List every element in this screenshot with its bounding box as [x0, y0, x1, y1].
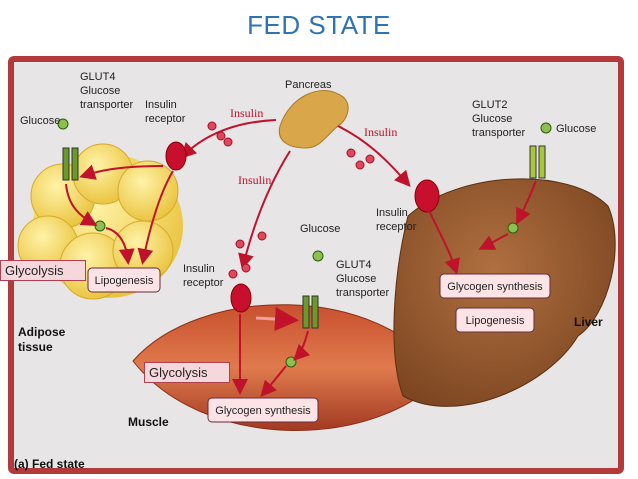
fed-state-diagram: Lipogenesis Glycogen synthesis Lipogenes… [14, 71, 616, 471]
receptor-label-liver-2: receptor [376, 221, 417, 233]
insulin-molecules [207, 121, 375, 279]
caption-label: (a) Fed state [14, 457, 85, 471]
glycolysis-overlay-muscle: Glycolysis [144, 362, 230, 383]
slide-title: FED STATE [247, 10, 391, 40]
glucose-label-muscle: Glucose [300, 223, 340, 235]
insulin-label-2: Insulin [364, 125, 397, 139]
insulin-label-3: Insulin [238, 173, 271, 187]
glucose-label-adipose: Glucose [20, 115, 60, 127]
adipose-label-1: Adipose [18, 325, 66, 339]
pancreas-shape [278, 90, 349, 149]
insulin-arrow-muscle [238, 150, 291, 270]
receptor-signal-arrow [255, 307, 299, 332]
glucose-label-liver: Glucose [556, 123, 596, 135]
insulin-arrow-adipose [180, 119, 277, 159]
insulin-arrow-liver [337, 125, 411, 188]
glut4-label-adipose-1: GLUT4 [80, 71, 115, 83]
lipogenesis-box-liver [455, 307, 535, 333]
glut2-label-2: Glucose [472, 113, 512, 125]
liver-label: Liver [574, 315, 603, 329]
glut4-label-adipose-2: Glucose [80, 85, 120, 97]
receptor-label-adipose-1: Insulin [145, 99, 177, 111]
glut4-label-adipose-3: transporter [80, 99, 134, 111]
muscle-label: Muscle [128, 415, 169, 429]
receptor-label-adipose-2: receptor [145, 113, 186, 125]
receptor-label-liver-1: Insulin [376, 207, 408, 219]
glycogen-label-muscle: Glycogen synthesis [215, 405, 311, 417]
adipose-label-2: tissue [18, 340, 53, 354]
receptor-label-muscle-2: receptor [183, 277, 224, 289]
insulin-receptors [165, 141, 440, 313]
pancreas-label: Pancreas [285, 79, 332, 91]
glycolysis-overlay-left: Glycolysis [0, 260, 86, 281]
glucose-molecules [57, 118, 552, 368]
insulin-label-1: Insulin [230, 106, 263, 120]
glut4-label-muscle-3: transporter [336, 287, 390, 299]
glycogen-box-muscle [207, 397, 319, 423]
glut2-label-3: transporter [472, 127, 526, 139]
figure-frame: Lipogenesis Glycogen synthesis Lipogenes… [8, 56, 624, 474]
glut2-label-1: GLUT2 [472, 99, 507, 111]
glycogen-box-liver [439, 273, 551, 299]
glut4-label-muscle-1: GLUT4 [336, 259, 371, 271]
lipogenesis-label-liver: Lipogenesis [466, 315, 525, 327]
lipogenesis-label-adipose: Lipogenesis [95, 275, 154, 287]
lipogenesis-box-adipose [87, 267, 161, 293]
glut4-label-muscle-2: Glucose [336, 273, 376, 285]
glut-transporters [62, 145, 546, 329]
receptor-label-muscle-1: Insulin [183, 263, 215, 275]
pathway-arrows [65, 164, 537, 398]
glycogen-label-liver: Glycogen synthesis [447, 281, 543, 293]
